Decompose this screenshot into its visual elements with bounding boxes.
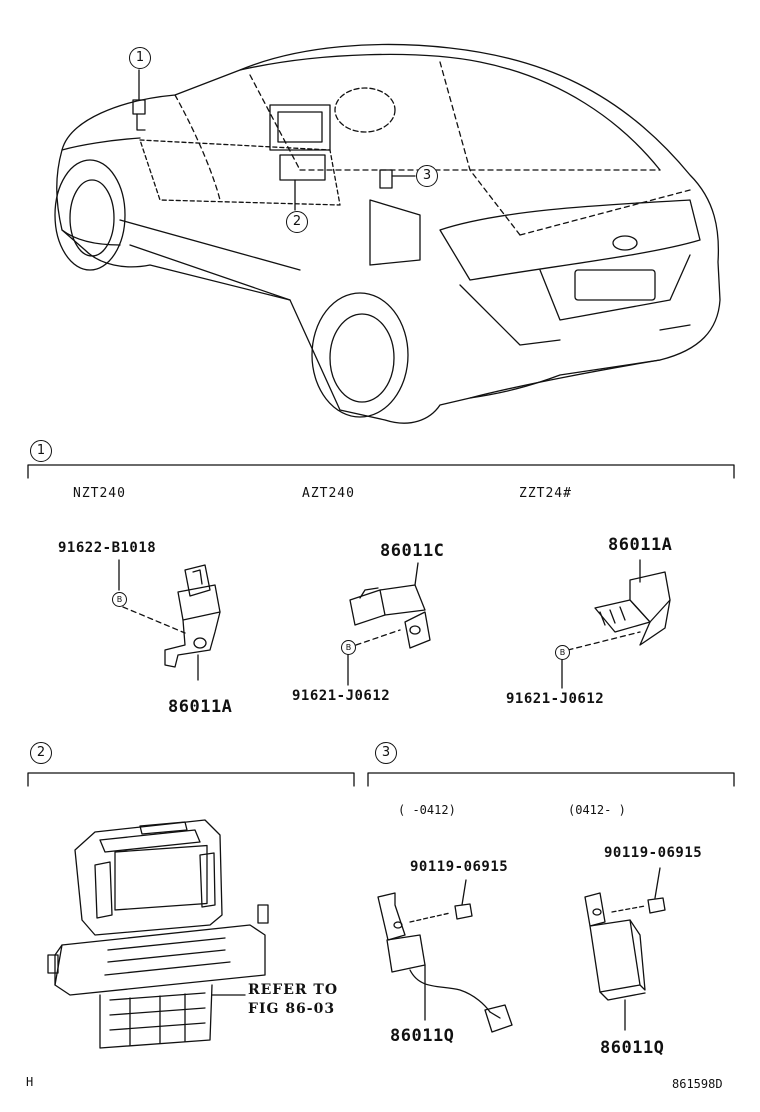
part-number-86011q-left: 86011Q <box>390 1026 455 1046</box>
section3-bracket <box>367 772 735 787</box>
period-label-early: ( -0412) <box>398 803 456 817</box>
part-number-91621-j0612-middle: 91621-J0612 <box>292 688 391 704</box>
section1-marker: 1 <box>30 440 52 462</box>
variant-label-zzt24: ZZT24# <box>519 486 572 501</box>
part-number-91621-j0612-right: 91621-J0612 <box>506 691 605 707</box>
relay-azt240 <box>347 562 431 686</box>
bolt-marker-b: B <box>555 645 570 660</box>
figure-code: 861598D <box>672 1077 723 1091</box>
part-number-91622-b1018: 91622-B1018 <box>58 540 157 556</box>
sensor-late <box>584 867 666 1031</box>
audio-panel-assembly <box>47 819 269 1049</box>
car-illustration <box>54 43 721 424</box>
bolt-marker-b: B <box>341 640 356 655</box>
part-number-86011q-right: 86011Q <box>600 1038 665 1058</box>
footer-code: H <box>26 1075 34 1089</box>
part-number-90119-06915-left: 90119-06915 <box>410 859 509 875</box>
period-label-late: (0412- ) <box>568 803 626 817</box>
section3-marker: 3 <box>375 742 397 764</box>
section1-bracket <box>27 464 735 479</box>
callout-3: 3 <box>416 165 438 187</box>
variant-label-nzt240: NZT240 <box>73 486 126 501</box>
section2-bracket <box>27 772 355 787</box>
part-number-86011a-right: 86011A <box>608 535 673 555</box>
bolt-marker-b: B <box>112 592 127 607</box>
part-number-86011a-left: 86011A <box>168 697 233 717</box>
part-number-90119-06915-right: 90119-06915 <box>604 845 703 861</box>
section2-marker: 2 <box>30 742 52 764</box>
callout-2: 2 <box>286 211 308 233</box>
sensor-early <box>377 879 513 1033</box>
variant-label-azt240: AZT240 <box>302 486 355 501</box>
part-number-86011c: 86011C <box>380 541 445 561</box>
reference-line-1: REFER TO <box>248 982 339 998</box>
relay-zzt24 <box>561 559 671 689</box>
reference-note: REFER TO FIG 86-03 <box>248 981 338 1019</box>
relay-nzt240 <box>118 559 221 681</box>
reference-line-2: FIG 86-03 <box>248 1001 336 1017</box>
callout-1: 1 <box>129 47 151 69</box>
